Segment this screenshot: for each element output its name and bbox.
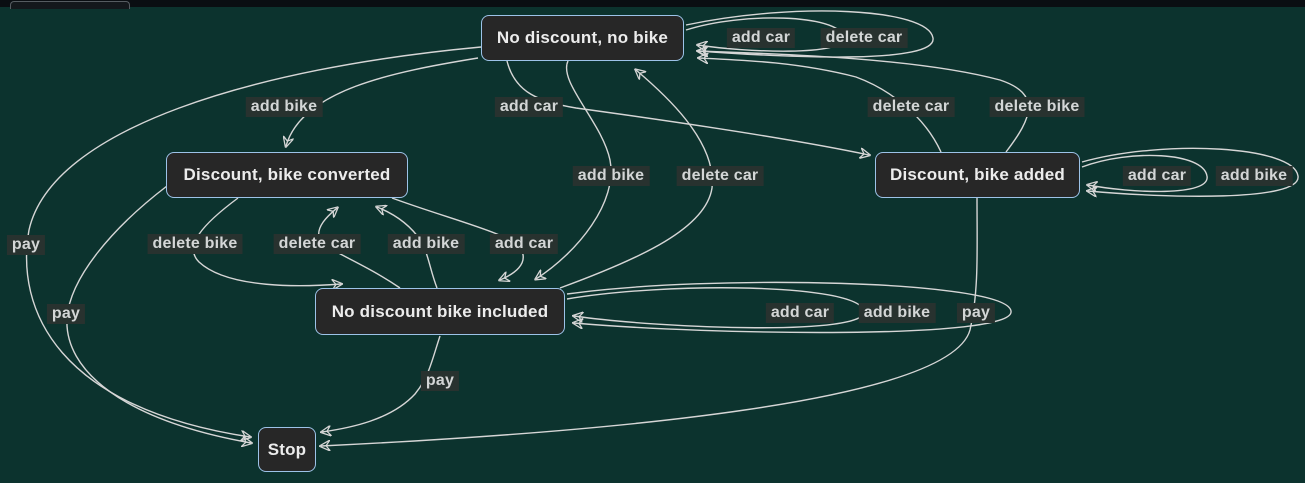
- edge-label-add-car: add car: [765, 303, 835, 323]
- state-node-stop: Stop: [258, 427, 316, 472]
- state-node-label: Stop: [267, 439, 307, 459]
- transition-edge-no-discount-no-bike-to-no-discount-no-bike: [685, 10, 934, 58]
- edge-label-pay: pay: [956, 303, 996, 323]
- state-node-discount-bike-converted: Discount, bike converted: [166, 152, 408, 198]
- transition-edge-discount-bike-added-to-no-discount-no-bike: [699, 51, 1030, 153]
- edge-label-delete-car: delete car: [820, 28, 908, 48]
- state-node-label: Discount, bike added: [890, 165, 1065, 184]
- state-node-label: No discount bike included: [331, 301, 549, 321]
- state-node-label: No discount, no bike: [496, 28, 669, 47]
- edge-label-add-car: add car: [726, 28, 796, 48]
- transition-edge-discount-bike-converted-to-no-discount-bike-included: [192, 197, 341, 286]
- browser-tab-remnant[interactable]: [10, 1, 130, 9]
- edge-label-pay: pay: [420, 371, 460, 391]
- state-node-no-discount-no-bike: No discount, no bike: [481, 15, 684, 61]
- transition-edge-discount-bike-converted-to-stop: [66, 185, 251, 443]
- transition-edge-discount-bike-added-to-no-discount-no-bike: [699, 58, 942, 153]
- transition-edge-discount-bike-added-to-discount-bike-added: [1081, 154, 1208, 193]
- edge-label-delete-bike: delete bike: [989, 97, 1085, 117]
- edge-label-delete-bike: delete bike: [147, 234, 243, 254]
- edge-label-delete-car: delete car: [273, 234, 361, 254]
- edge-label-add-car: add car: [489, 234, 559, 254]
- edge-label-add-bike: add bike: [245, 97, 323, 117]
- edge-label-add-car: add car: [494, 97, 564, 117]
- state-node-no-discount-bike-included: No discount bike included: [315, 288, 565, 335]
- state-node-discount-bike-added: Discount, bike added: [875, 152, 1080, 198]
- transition-edge-no-discount-bike-included-to-no-discount-bike-included: [566, 281, 1012, 334]
- transition-edge-no-discount-no-bike-to-discount-bike-added: [506, 60, 869, 155]
- transition-edge-discount-bike-added-to-stop: [321, 197, 978, 446]
- edge-label-delete-car: delete car: [867, 97, 955, 117]
- edge-label-pay: pay: [6, 235, 46, 255]
- edge-label-add-bike: add bike: [572, 166, 650, 186]
- edge-label-pay: pay: [46, 304, 86, 324]
- edge-label-add-car: add car: [1122, 166, 1192, 186]
- transition-edge-no-discount-no-bike-to-stop: [25, 46, 482, 437]
- browser-top-bar: [0, 0, 1305, 9]
- transition-edge-no-discount-no-bike-to-discount-bike-converted: [286, 57, 479, 146]
- edge-label-add-bike: add bike: [387, 234, 465, 254]
- state-node-label: Discount, bike converted: [183, 165, 391, 184]
- edge-label-add-bike: add bike: [858, 303, 936, 323]
- edge-label-add-bike: add bike: [1215, 166, 1293, 186]
- transition-edge-no-discount-bike-included-to-stop: [322, 335, 441, 432]
- transition-edge-no-discount-bike-included-to-no-discount-no-bike: [559, 70, 713, 289]
- transition-edge-discount-bike-added-to-discount-bike-added: [1081, 147, 1299, 196]
- transition-edge-no-discount-no-bike-to-no-discount-bike-included: [536, 60, 612, 279]
- edge-label-delete-car: delete car: [676, 166, 764, 186]
